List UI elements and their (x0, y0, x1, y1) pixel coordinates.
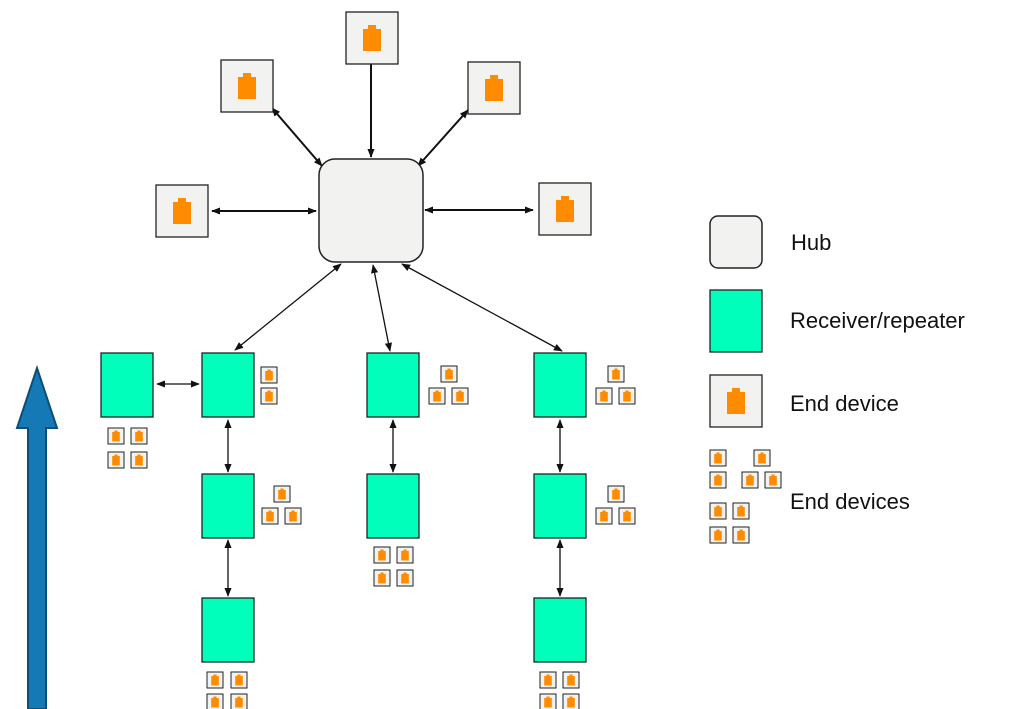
up-arrow-icon (15, 364, 59, 709)
small-end-device-icon (595, 387, 613, 405)
receiver-nodes (100, 352, 587, 663)
connections (156, 43, 564, 597)
small-end-device-icon (260, 366, 278, 384)
receiver-col2-row1 (366, 352, 420, 418)
small-end-device-icon (562, 671, 580, 689)
small-end-device-icon (107, 427, 125, 445)
receiver-square-icon (709, 289, 763, 353)
receiver-col3-row3 (533, 597, 587, 663)
small-end-device-icon (396, 569, 414, 587)
small-end-device-icon (230, 671, 248, 689)
small-end-device-icon (260, 387, 278, 405)
legend-receiver-label: Receiver/repeater (790, 308, 965, 333)
small-end-device-icon (130, 427, 148, 445)
link-hub-device-upper-left (271, 107, 323, 167)
small-end-device-icon (284, 507, 302, 525)
receiver-col1-row3 (201, 597, 255, 663)
small-end-device-icon (732, 502, 750, 520)
small-end-device-icon (607, 485, 625, 503)
small-end-device-icon (396, 546, 414, 564)
small-end-device-icon (562, 693, 580, 709)
small-end-device-icon (206, 693, 224, 709)
link-hub-col2 (371, 264, 392, 352)
small-end-device-icon (273, 485, 291, 503)
small-end-device-icon (373, 569, 391, 587)
hub-node (318, 158, 424, 263)
small-end-device-icon (618, 387, 636, 405)
small-end-device-icon (709, 449, 727, 467)
link-hub-device-upper-right (417, 109, 469, 167)
link-hub-col1 (234, 263, 342, 351)
receiver-col1-row2 (201, 473, 255, 539)
legend-hub-label: Hub (791, 230, 832, 255)
receiver-col2-row2 (366, 473, 420, 539)
small-end-device-icon (230, 693, 248, 709)
end-devices-group-icon (709, 449, 782, 544)
small-end-device-icon (741, 471, 759, 489)
small-end-device-icon (428, 387, 446, 405)
link-hub-col3 (401, 263, 563, 352)
small-end-device-icon (130, 451, 148, 469)
battery-icon (710, 375, 762, 427)
receiver-col3-row1 (533, 352, 587, 418)
end-device-right (539, 183, 591, 235)
small-end-device-icon (618, 507, 636, 525)
receiver-col3-row2 (533, 473, 587, 539)
legend-symbols (709, 215, 782, 544)
legend-end-devices-label: End devices (790, 489, 910, 514)
hub-square-icon (709, 215, 763, 269)
end-device-upper-left (221, 60, 273, 112)
small-end-device-icon (206, 671, 224, 689)
small-end-device-icon (732, 526, 750, 544)
legend-end-device-label: End device (790, 391, 899, 416)
small-end-device-icon (607, 365, 625, 383)
small-end-device-icon (539, 671, 557, 689)
small-end-device-icon (261, 507, 279, 525)
end-device-top (346, 12, 398, 64)
receiver-col0-row1 (100, 352, 154, 418)
small-end-device-icon (709, 526, 727, 544)
small-end-device-icon (753, 449, 771, 467)
small-end-device-icon (440, 365, 458, 383)
end-device-upper-right (468, 62, 520, 114)
small-end-device-icon (764, 471, 782, 489)
small-end-device-icon (595, 507, 613, 525)
small-end-device-icon (373, 546, 391, 564)
receiver-col1-row1 (201, 352, 255, 418)
small-end-device-icon (539, 693, 557, 709)
small-end-device-icon (107, 451, 125, 469)
small-end-device-icon (709, 471, 727, 489)
small-end-device-icon (709, 502, 727, 520)
small-end-device-icon (451, 387, 469, 405)
end-device-left (156, 185, 208, 237)
